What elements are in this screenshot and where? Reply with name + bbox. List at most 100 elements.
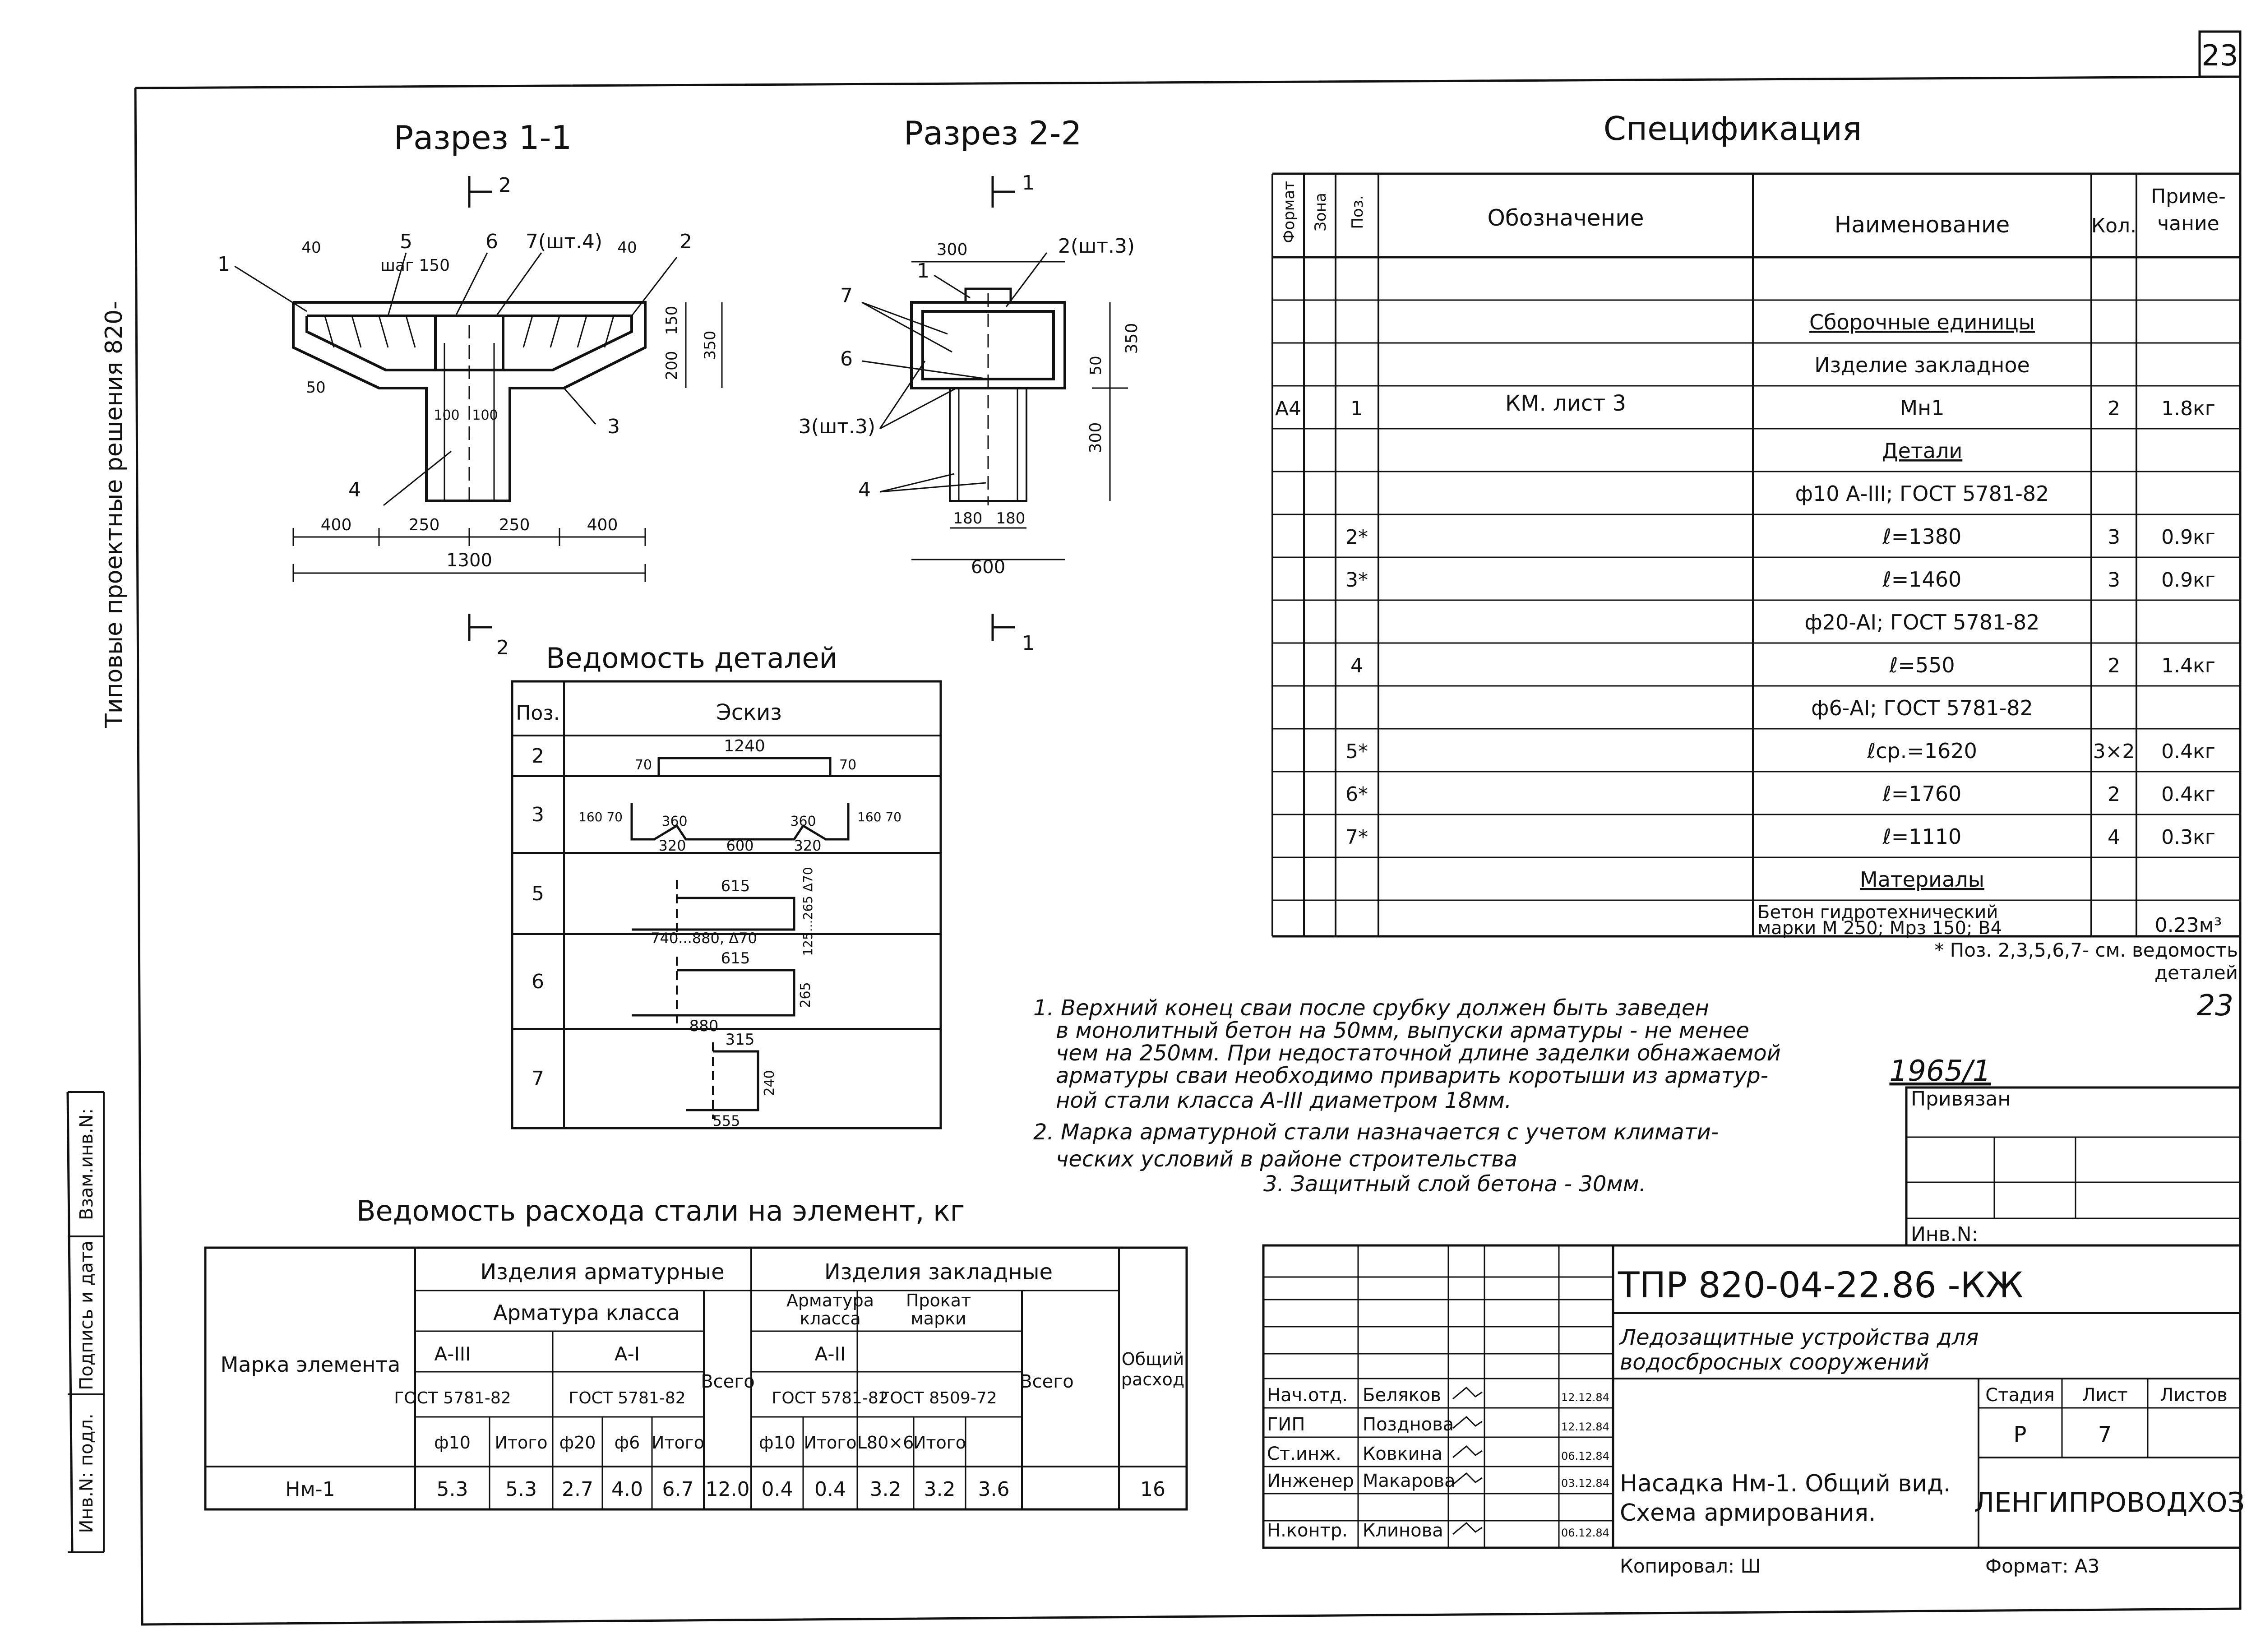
pos-label: 1 [917,259,929,282]
spec-head: Приме- [2151,185,2226,208]
dim-label: 50 [306,379,325,397]
cut-mark-bottom: 1 [1022,632,1035,655]
spec-note: 1.4кг [2161,654,2215,677]
tied-label: Привязан [1911,1087,2011,1111]
drawing-line [577,315,587,348]
steel-head: А-І [615,1343,640,1365]
spec-name: Мн1 [1900,396,1944,420]
pos-label: 7(шт.4) [526,230,602,253]
section-1-title: Разрез 1-1 [394,119,572,157]
detail-pos: 3 [532,803,544,826]
spec-designation: КМ. лист 3 [1505,391,1626,416]
detail-dim: 315 [726,1031,755,1049]
detail-dim: 70 [839,757,856,773]
pos-label: 5 [400,230,412,253]
spec-head: Зона [1312,193,1330,231]
detail-dim: 740...880, Δ70 [651,930,757,947]
spec-pos: 6* [1345,783,1368,806]
drawing-line [405,315,416,348]
spec-name: Сборочные единицы [1809,310,2035,334]
detail-dim: 125...265 Δ70 [800,867,815,956]
spec-name: ℓ=1380 [1882,524,1962,549]
note-line: ной стали класса А-ІІІ диаметром 18мм. [1056,1088,1512,1113]
drawing-line [563,388,596,425]
dim-label: 40 [617,239,637,257]
spec-qty: 2 [2108,654,2120,677]
section-2-title: Разрез 2-2 [904,114,1082,152]
steel-title: Ведомость расхода стали на элемент, кг [356,1194,965,1227]
sheet-value: 7 [2098,1422,2112,1447]
staff-role: Ст.инж. [1267,1444,1341,1464]
pos-label: 6 [485,230,498,253]
spec-head: Поз. [1349,195,1367,229]
drawing-line [879,473,955,493]
steel-head: Марка элемента [221,1352,401,1377]
dim-label: 250 [499,516,530,534]
detail-dim: 320 [658,837,686,854]
spec-name: ℓ=1760 [1882,782,1962,806]
spec-name: ф20-АІ; ГОСТ 5781-82 [1805,610,2040,634]
spec-name: ℓ=1110 [1882,824,1962,849]
steel-col-head: Итого [804,1433,856,1453]
detail-pos: 5 [532,882,544,905]
steel-col-head: Итого [652,1433,704,1453]
drawing-line [495,252,542,316]
spec-name: Материалы [1860,867,1984,892]
staff-role: Нач.отд. [1267,1385,1348,1406]
dim-label: 400 [321,516,352,534]
drawing-line [383,450,452,506]
staff-role: ГИП [1267,1414,1305,1435]
outer-frame-line [134,75,2242,1626]
drawing-line [631,257,678,316]
detail-dim: 615 [721,949,750,967]
steel-head: А-ІІ [815,1343,846,1365]
steel-value: 4.0 [611,1478,643,1501]
album-number: 1965/1 [1889,1055,1991,1088]
pos-label: 4 [858,478,871,501]
drawing-line [324,315,335,348]
spec-head: Обозначение [1488,205,1644,231]
detail-sketch [657,757,832,776]
notes-block: 1. Верхний конец сваи после срубку долже… [1033,995,1781,1197]
steel-value: Нм-1 [285,1478,335,1501]
detail-dim: 360 [790,814,816,829]
steel-value: 0.4 [814,1478,846,1501]
spec-name: Изделие закладное [1814,353,2030,377]
detail-sketch [630,803,850,841]
note-line: чем на 250мм. При недостаточной длине за… [1056,1041,1781,1066]
signature [1452,1386,1483,1400]
dim-label: 350 [1123,323,1141,354]
spec-material: марки М 250; Мрз 150; В4 [1757,918,2002,939]
detail-dim: 160 70 [857,810,901,824]
organisation: ЛЕНГИПРОВОДХОЗ [1974,1487,2245,1518]
pos-label: 2 [680,230,692,253]
steel-value: 2.7 [562,1478,593,1501]
stamp-replace-label: Взам.инв.N: [76,1108,97,1220]
cap-outline [292,301,647,502]
steel-value: 12.0 [706,1478,750,1501]
details-frame [511,680,942,1129]
page-number-box [2198,30,2242,78]
spec-qty: 2 [2108,397,2120,420]
steel-head: Прокат [906,1291,971,1310]
spec-pos: 5* [1345,740,1368,763]
sheet-title: Схема армирования. [1620,1499,1876,1527]
steel-head: Общий [1122,1349,1184,1369]
pos-label: 6 [840,347,853,370]
spec-material-note: 0.23м³ [2155,914,2222,937]
steel-value: 3.2 [924,1478,956,1501]
steel-col-head: Итого [913,1433,966,1453]
staff-date: 12.12.84 [1561,1421,1609,1433]
note-line: в монолитный бетон на 50мм, выпуски арма… [1056,1018,1749,1043]
sheets-head: Листов [2160,1385,2227,1406]
drawing-line [378,315,389,348]
dim-label: 300 [1086,422,1105,453]
spec-head: Формат [1280,181,1298,243]
spec-qty: 2 [2108,783,2120,806]
drawing-code: ТПР 820-04-22.86 -КЖ [1618,1265,2023,1306]
dim-label: 400 [587,516,618,534]
dim-label: 350 [701,331,719,360]
stage-head: Стадия [1985,1385,2054,1406]
